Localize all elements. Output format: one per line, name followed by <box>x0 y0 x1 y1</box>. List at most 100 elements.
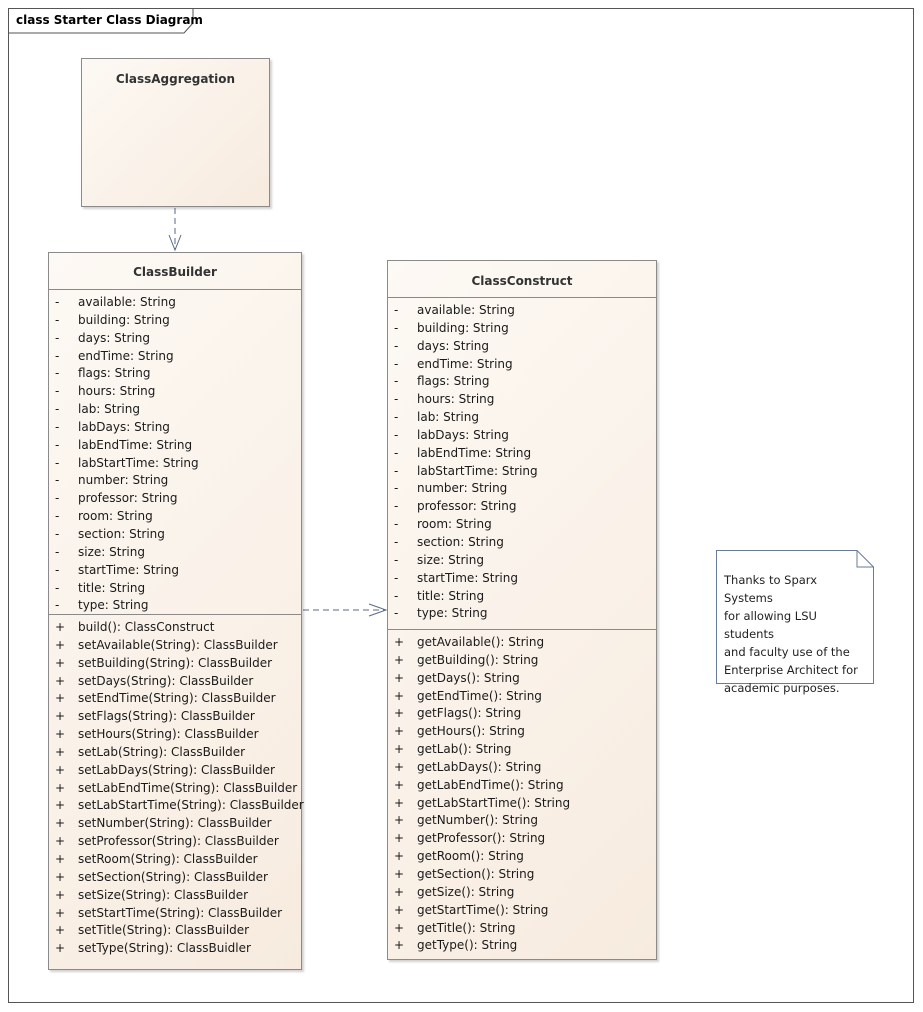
operation-row[interactable]: +setRoom(String): ClassBuilder <box>49 851 301 869</box>
attribute-row[interactable]: -days: String <box>388 338 656 356</box>
operation-row[interactable]: +setLabDays(String): ClassBuilder <box>49 762 301 780</box>
class-aggregation[interactable]: ClassAggregation <box>81 58 270 207</box>
attribute-row[interactable]: -hours: String <box>388 391 656 409</box>
visibility-marker: + <box>55 673 66 688</box>
attribute-row[interactable]: -startTime: String <box>388 570 656 588</box>
attribute-row[interactable]: -labStartTime: String <box>49 455 301 473</box>
operation-row[interactable]: +setSize(String): ClassBuilder <box>49 887 301 905</box>
operation-row[interactable]: +getNumber(): String <box>388 812 656 830</box>
operation-text: getTitle(): String <box>417 920 516 935</box>
operation-text: setStartTime(String): ClassBuilder <box>78 905 283 920</box>
attribute-row[interactable]: -days: String <box>49 330 301 348</box>
attribute-row[interactable]: -labDays: String <box>49 419 301 437</box>
operation-row[interactable]: +setLabStartTime(String): ClassBuilder <box>49 797 304 815</box>
attribute-row[interactable]: -building: String <box>49 312 301 330</box>
attribute-row[interactable]: -room: String <box>388 516 656 534</box>
attribute-row[interactable]: -available: String <box>49 294 301 312</box>
operation-row[interactable]: +setType(String): ClassBuidler <box>49 940 301 958</box>
operation-row[interactable]: +setBuilding(String): ClassBuilder <box>49 655 301 673</box>
attribute-compartment: -available: String-building: String-days… <box>49 289 301 614</box>
attribute-row[interactable]: -section: String <box>388 534 656 552</box>
class-construct[interactable]: ClassConstruct -available: String-buildi… <box>387 260 657 960</box>
attribute-row[interactable]: -labEndTime: String <box>49 437 301 455</box>
operation-row[interactable]: +getDays(): String <box>388 670 656 688</box>
visibility-marker: - <box>394 463 399 478</box>
operation-row[interactable]: +setFlags(String): ClassBuilder <box>49 708 301 726</box>
attribute-row[interactable]: -number: String <box>49 472 301 490</box>
operation-row[interactable]: +setStartTime(String): ClassBuilder <box>49 905 301 923</box>
operation-row[interactable]: +getBuilding(): String <box>388 652 656 670</box>
operation-text: getType(): String <box>417 938 518 953</box>
operation-row[interactable]: +setEndTime(String): ClassBuilder <box>49 690 301 708</box>
operation-row[interactable]: +getLab(): String <box>388 741 656 759</box>
attribute-row[interactable]: -size: String <box>49 544 301 562</box>
operation-row[interactable]: +setProfessor(String): ClassBuilder <box>49 833 301 851</box>
attribute-row[interactable]: -flags: String <box>49 365 301 383</box>
dependency-builder-to-construct <box>303 603 388 617</box>
attribute-row[interactable]: -labStartTime: String <box>388 463 656 481</box>
attribute-row[interactable]: -lab: String <box>388 409 656 427</box>
operation-row[interactable]: +getEndTime(): String <box>388 688 656 706</box>
attribute-row[interactable]: -startTime: String <box>49 562 301 580</box>
visibility-marker: - <box>55 384 60 399</box>
diagram-frame: class Starter Class Diagram <box>8 8 914 1003</box>
attribute-row[interactable]: -title: String <box>388 588 656 606</box>
attribute-row[interactable]: -building: String <box>388 320 656 338</box>
class-builder[interactable]: ClassBuilder -available: String-building… <box>48 252 304 970</box>
operation-row[interactable]: +setSection(String): ClassBuilder <box>49 869 301 887</box>
attribute-row[interactable]: -available: String <box>388 302 656 320</box>
attribute-row[interactable]: -endTime: String <box>49 348 301 366</box>
attribute-row[interactable]: -professor: String <box>388 498 656 516</box>
visibility-marker: + <box>55 780 66 795</box>
attribute-row[interactable]: -lab: String <box>49 401 301 419</box>
operation-row[interactable]: +build(): ClassConstruct <box>49 619 301 637</box>
operation-text: getNumber(): String <box>417 813 538 828</box>
operation-row[interactable]: +getFlags(): String <box>388 705 656 723</box>
operation-row[interactable]: +setLabEndTime(String): ClassBuilder <box>49 780 301 798</box>
attribute-row[interactable]: -endTime: String <box>388 356 656 374</box>
operation-row[interactable]: +getStartTime(): String <box>388 902 656 920</box>
attribute-row[interactable]: -number: String <box>388 480 656 498</box>
operation-text: setHours(String): ClassBuilder <box>78 727 259 742</box>
operation-row[interactable]: +getHours(): String <box>388 723 656 741</box>
visibility-marker: - <box>55 580 60 595</box>
operation-row[interactable]: +getAvailable(): String <box>388 634 656 652</box>
note[interactable]: Thanks to Sparx Systems for allowing LSU… <box>716 550 874 695</box>
operation-row[interactable]: +getRoom(): String <box>388 848 656 866</box>
operation-row[interactable]: +getLabEndTime(): String <box>388 777 656 795</box>
operation-row[interactable]: +setLab(String): ClassBuilder <box>49 744 301 762</box>
attribute-row[interactable]: -type: String <box>49 597 301 615</box>
operation-row[interactable]: +getTitle(): String <box>388 920 656 938</box>
operation-row[interactable]: +getType(): String <box>388 937 656 955</box>
attribute-text: building: String <box>78 312 170 327</box>
visibility-marker: - <box>55 348 60 363</box>
attribute-row[interactable]: -flags: String <box>388 373 656 391</box>
attribute-row[interactable]: -labEndTime: String <box>388 445 656 463</box>
visibility-marker: - <box>55 526 60 541</box>
attribute-row[interactable]: - title: String <box>49 580 301 598</box>
operation-row[interactable]: +setDays(String): ClassBuilder <box>49 673 301 691</box>
operation-row[interactable]: +getSection(): String <box>388 866 656 884</box>
visibility-marker: + <box>55 869 66 884</box>
operation-row[interactable]: +setTitle(String): ClassBuilder <box>49 922 301 940</box>
attribute-row[interactable]: -labDays: String <box>388 427 656 445</box>
class-name: ClassBuilder <box>133 265 217 279</box>
operation-row[interactable]: +getLabStartTime(): String <box>388 795 656 813</box>
attribute-row[interactable]: -type: String <box>388 605 656 623</box>
operation-row[interactable]: +setNumber(String): ClassBuilder <box>49 815 301 833</box>
attribute-row[interactable]: -professor: String <box>49 490 301 508</box>
operation-row[interactable]: +getProfessor(): String <box>388 830 656 848</box>
visibility-marker: - <box>394 552 399 567</box>
operation-compartment: +build(): ClassConstruct+setAvailable(St… <box>49 614 304 960</box>
attribute-row[interactable]: -size: String <box>388 552 656 570</box>
operation-row[interactable]: +getSize(): String <box>388 884 656 902</box>
operation-row[interactable]: +setHours(String): ClassBuilder <box>49 726 301 744</box>
attribute-row[interactable]: -section: String <box>49 526 301 544</box>
operation-row[interactable]: +getLabDays(): String <box>388 759 656 777</box>
operation-row[interactable]: +setAvailable(String): ClassBuilder <box>49 637 301 655</box>
attribute-text: title: String <box>78 580 146 595</box>
attribute-row[interactable]: -hours: String <box>49 383 301 401</box>
attribute-row[interactable]: -room: String <box>49 508 301 526</box>
operation-text: setSize(String): ClassBuilder <box>78 887 249 902</box>
visibility-marker: - <box>394 481 399 496</box>
